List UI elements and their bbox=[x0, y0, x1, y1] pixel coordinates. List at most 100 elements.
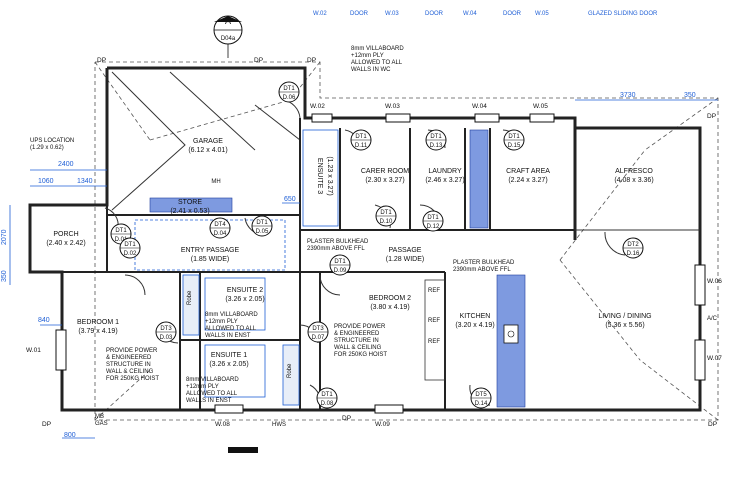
room-size: (5.36 x 5.56) bbox=[605, 322, 644, 329]
downpipe-label: DP bbox=[307, 57, 316, 64]
downpipe-label: DP bbox=[707, 113, 716, 120]
door-ref: D.04 bbox=[214, 231, 227, 237]
room-name: GARAGE bbox=[193, 138, 223, 145]
dimension: 840 bbox=[38, 317, 50, 324]
door-ref: D.14 bbox=[475, 401, 488, 407]
downpipe-label: DP bbox=[342, 415, 351, 422]
room-name: STORE bbox=[178, 199, 202, 206]
room-name: ENSUITE 3 bbox=[316, 158, 323, 194]
door-ref: D.05 bbox=[256, 229, 269, 235]
dimension-lines bbox=[9, 99, 718, 439]
door-ref: D.07 bbox=[312, 335, 325, 341]
sink-icon bbox=[503, 324, 519, 344]
dimension: 350 bbox=[684, 92, 696, 99]
room-size: (2.24 x 3.27) bbox=[508, 177, 547, 184]
door-code: DT2 bbox=[627, 242, 639, 248]
window-label: W.05 bbox=[533, 103, 548, 110]
door-code: DT1 bbox=[380, 210, 392, 216]
door-code: DT1 bbox=[427, 215, 439, 221]
room-name: ALFRESCO bbox=[615, 168, 653, 175]
room-name: BEDROOM 2 bbox=[369, 295, 411, 302]
dimension: 800 bbox=[64, 432, 76, 439]
room-name: PORCH bbox=[53, 231, 78, 238]
room-size: (3.80 x 4.19) bbox=[370, 304, 409, 311]
door-code: DT1 bbox=[256, 220, 268, 226]
downpipe-label: DP bbox=[97, 57, 106, 64]
door-ref: D.12 bbox=[427, 224, 440, 230]
window-label: W.03 bbox=[385, 103, 400, 110]
door-ref: D.01 bbox=[115, 237, 128, 243]
dimension: 1340 bbox=[77, 178, 93, 185]
laundry-bench bbox=[469, 129, 489, 229]
shower-1 bbox=[204, 344, 266, 398]
room-size: (4.08 x 3.36) bbox=[614, 177, 653, 184]
room-name: KITCHEN bbox=[460, 313, 491, 320]
door-ref: D.11 bbox=[355, 143, 368, 149]
room-labels: GARAGE (6.12 x 4.01) STORE (2.41 x 0.53)… bbox=[46, 138, 653, 368]
room-size: (2.40 x 2.42) bbox=[46, 240, 85, 247]
room-size: (3.26 x 2.05) bbox=[209, 361, 248, 368]
downpipe-label: DP bbox=[708, 421, 717, 428]
door-ref: D.13 bbox=[430, 143, 443, 149]
door-code: DT1 bbox=[508, 134, 520, 140]
window-label: W.06 bbox=[707, 278, 722, 285]
door-tags: DT1D.06DT1D.11DT1D.13DT1D.15DT1D.01DT4D.… bbox=[110, 81, 644, 409]
door-ref: D.02 bbox=[124, 251, 137, 257]
door-code: DT1 bbox=[283, 86, 295, 92]
door-code: DT5 bbox=[475, 392, 487, 398]
section-letter: A bbox=[225, 16, 231, 26]
dimension: 2070 bbox=[1, 229, 8, 245]
downpipe-label: DP bbox=[254, 57, 263, 64]
door-code: DT4 bbox=[214, 222, 226, 228]
room-name: ENSUITE 1 bbox=[211, 352, 247, 359]
section-marker: A D04a bbox=[213, 15, 243, 58]
room-size: (1.23 x 3.27) bbox=[326, 156, 333, 195]
downpipe-labels: DP DP DP DP DP DP DP bbox=[42, 57, 717, 428]
ensuite3-label: ENSUITE 3 (1.23 x 3.27) bbox=[316, 156, 333, 195]
note-ups: UPS LOCATION(1.29 x 0.62) bbox=[30, 138, 74, 151]
header-code: W.02 bbox=[313, 11, 327, 17]
room-size: (3.26 x 2.05) bbox=[225, 296, 264, 303]
window-label: W.04 bbox=[472, 103, 487, 110]
window-labels: W.01 W.02 W.03 W.04 W.05 W.06 W.07 W.08 … bbox=[26, 103, 722, 428]
dimension-labels: 2400 1060 1340 2070 350 840 800 3730 350… bbox=[1, 92, 696, 439]
header-code: W.03 bbox=[385, 11, 399, 17]
dimension: 650 bbox=[284, 196, 296, 203]
room-name: PASSAGE bbox=[389, 247, 422, 254]
note-ref: REF bbox=[428, 339, 440, 345]
door-code: DT1 bbox=[115, 228, 127, 234]
room-size: (3.20 x 4.19) bbox=[455, 322, 494, 329]
room-name: CARER ROOM bbox=[361, 168, 409, 175]
header-code: DOOR bbox=[350, 11, 369, 17]
store-shelf bbox=[149, 197, 233, 213]
window-label: W.01 bbox=[26, 347, 41, 354]
dimension: 350 bbox=[1, 270, 8, 282]
header-code: DOOR bbox=[425, 11, 444, 17]
door-ref: D.15 bbox=[508, 143, 521, 149]
downpipe-label: DP bbox=[42, 421, 51, 428]
shower-2 bbox=[204, 277, 266, 331]
header-code: GLAZED SLIDING DOOR bbox=[588, 11, 658, 17]
door-ref: D.08 bbox=[321, 401, 334, 407]
room-size: (2.30 x 3.27) bbox=[365, 177, 404, 184]
note-gas: GAS bbox=[95, 421, 108, 427]
door-code: DT1 bbox=[430, 134, 442, 140]
door-code: DT1 bbox=[124, 242, 136, 248]
room-size: (2.46 x 3.27) bbox=[425, 177, 464, 184]
room-size: (6.12 x 4.01) bbox=[188, 147, 227, 154]
section-code: D04a bbox=[221, 36, 236, 42]
window-label: W.09 bbox=[375, 421, 390, 428]
dimension: 2400 bbox=[58, 161, 74, 168]
note-robe: Robe bbox=[187, 290, 193, 305]
note-ac: A/C bbox=[707, 316, 718, 322]
